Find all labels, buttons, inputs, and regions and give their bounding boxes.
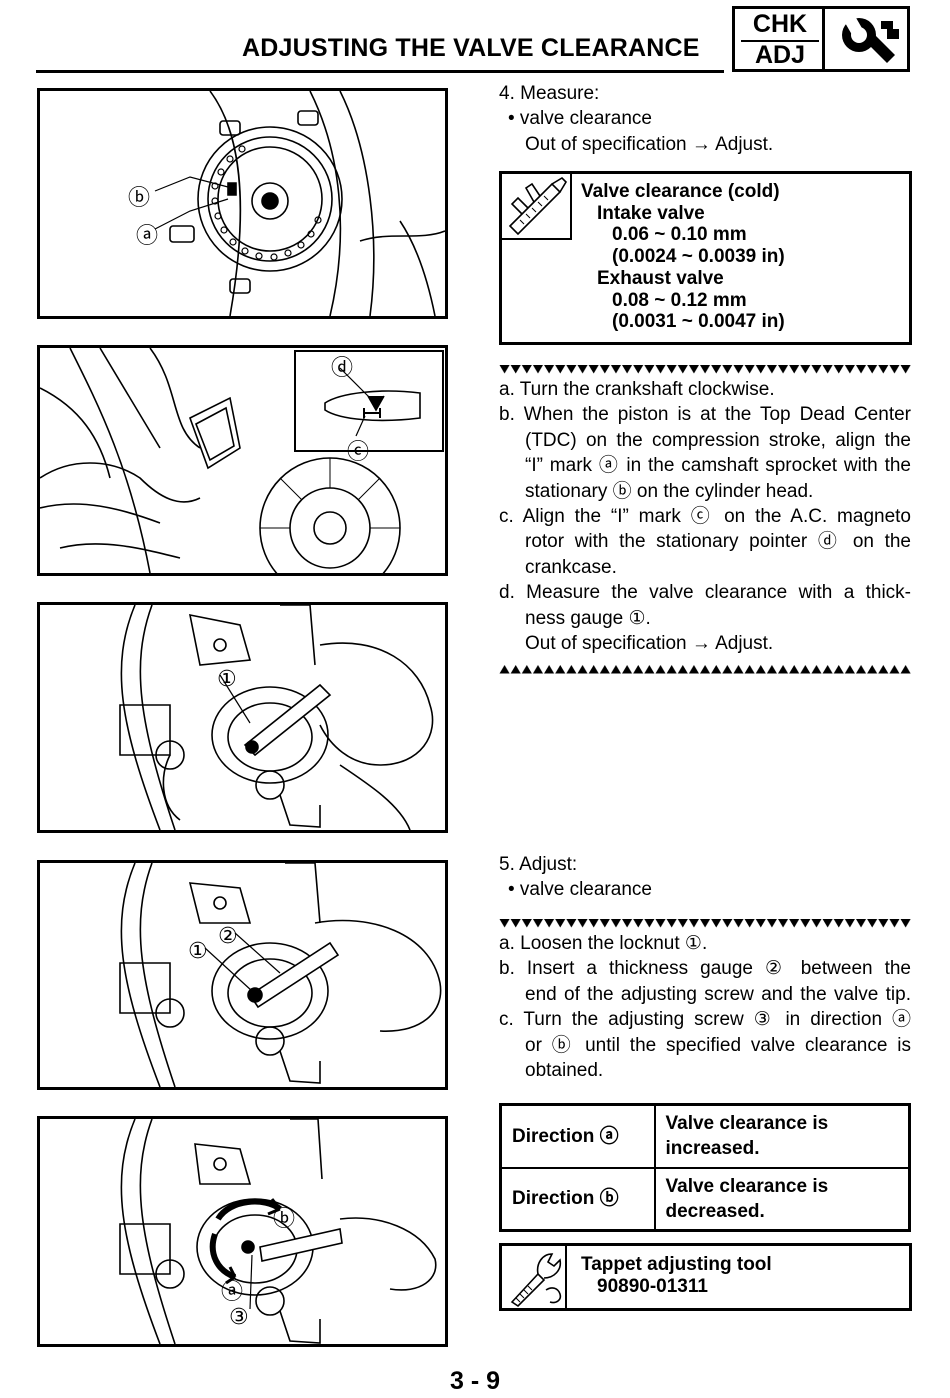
proc2-b1: b. Insert a thickness gauge ② between th… [499,958,911,980]
proc1-a: a. Turn the crankshaft clockwise. [499,379,775,400]
step5-heading: 5. Adjust: [499,854,578,875]
procedure-2: a. Loosen the locknut ①. b. Insert a thi… [499,931,911,1083]
step5-block: 5. Adjust: • valve clearance [499,852,911,903]
header-rule [36,70,724,73]
fig2-label-c: ⓒ [347,439,370,464]
fig5-label-3: ③ [229,1304,249,1329]
figure-thickness-gauge: ① [37,602,448,833]
direction-table: Direction ⓐ Valve clearance is increased… [499,1103,911,1232]
caliper-icon [502,174,572,240]
step5-bullet: • valve clearance [508,879,652,901]
spec-intake-mm: 0.06 ~ 0.10 mm [612,224,747,246]
fig2-label-d: ⓓ [331,355,354,380]
badge-adj: ADJ [754,41,805,69]
fig1-label-a: ⓐ [136,223,159,248]
section-start-marker-2 [499,918,911,928]
spec-title: Valve clearance (cold) [581,181,780,202]
direction-cell: Direction ⓐ [499,1103,656,1169]
tool-name: Tappet adjusting tool [581,1254,772,1275]
chk-adj-badge: CHK ADJ [732,6,910,72]
proc1-c1: c. Align the “I” mark ⓒ on the A.C. magn… [499,506,911,528]
proc1-c2: rotor with the stationary pointer ⓓ on t… [525,531,911,553]
step4-heading: 4. Measure: [499,83,600,104]
proc1-b1: b. When the piston is at the Top Dead Ce… [499,404,911,426]
result-cell: Valve clearance is increased. [653,1103,911,1169]
proc2-c2: or ⓑ until the specified valve clearance… [525,1034,911,1056]
direction-cell: Direction ⓑ [499,1166,656,1232]
valve-clearance-spec-box: Valve clearance (cold) Intake valve 0.06… [499,171,912,345]
spec-intake-label: Intake valve [597,202,705,224]
page-number: 3 - 9 [449,1367,501,1395]
fig5-label-b: ⓑ [273,1206,296,1231]
table-row: Direction ⓑ Valve clearance is decreased… [499,1166,911,1232]
proc1-d3: Out of specification → Adjust. [525,633,774,655]
tool-box: Tappet adjusting tool 90890-01311 [499,1243,912,1311]
step4-block: 4. Measure: • valve clearance Out of spe… [499,81,911,157]
spec-exhaust-label: Exhaust valve [597,267,724,289]
table-row: Direction ⓐ Valve clearance is increased… [499,1103,911,1169]
figure-camshaft-sprocket: ⓑ ⓐ [37,88,448,319]
fig5-label-a: ⓐ [221,1279,244,1304]
proc1-b4: stationary ⓑ on the cylinder head. [525,480,814,502]
proc1-c3: crankcase. [525,556,617,578]
proc2-c1: c. Turn the adjusting screw ③ in directi… [499,1009,911,1031]
proc2-a: a. Loosen the locknut ①. [499,933,708,954]
proc1-b2: (TDC) on the compression stroke, align t… [525,429,911,451]
figure-locknut-gauge: ① ② [37,860,448,1090]
fig4-label-2: ② [218,923,238,948]
step4-note: Out of specification → Adjust. [525,133,774,155]
page-title: ADJUSTING THE VALVE CLEARANCE [242,34,700,62]
figure-ac-magneto: ⓓ ⓒ [37,345,448,576]
fig4-label-1: ① [188,938,208,963]
section-start-marker [499,364,911,374]
fig3-label-1: ① [217,666,237,691]
spec-exhaust-mm: 0.08 ~ 0.12 mm [612,289,747,311]
figure-adjusting-screw: ⓑ ⓐ ③ [37,1116,448,1347]
proc1-d1: d. Measure the valve clearance with a th… [499,582,911,604]
result-cell: Valve clearance is decreased. [653,1166,911,1232]
special-tool-icon [502,1246,567,1308]
proc2-c3: obtained. [525,1060,604,1082]
wrench-icon [825,9,907,69]
fig1-label-b: ⓑ [128,185,151,210]
spec-exhaust-in: (0.0031 ~ 0.0047 in) [612,311,785,333]
step4-bullet: • valve clearance [508,108,652,130]
spec-intake-in: (0.0024 ~ 0.0039 in) [612,246,785,268]
proc1-d2: ness gauge ①. [525,607,651,629]
section-end-marker [499,664,911,674]
proc2-b2: end of the adjusting screw and the valve… [525,983,911,1005]
badge-chk: CHK [752,10,808,38]
tool-number: 90890-01311 [597,1275,708,1297]
procedure-1: a. Turn the crankshaft clockwise. b. Whe… [499,377,911,656]
proc1-b3: “I” mark ⓐ in the camshaft sprocket with… [525,455,911,477]
